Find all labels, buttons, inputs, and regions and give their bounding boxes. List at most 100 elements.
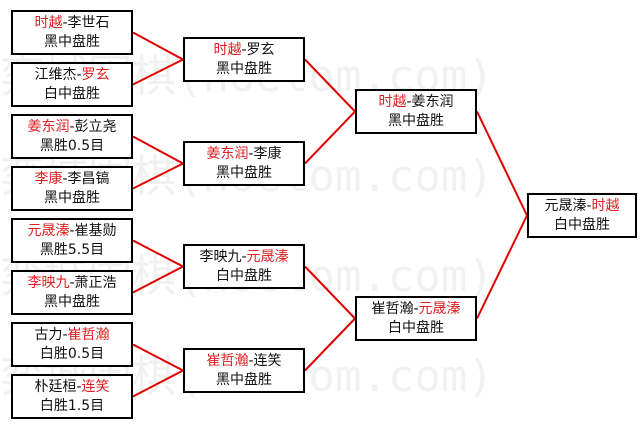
- final-match-box: 元晟溱-时越白中盘胜: [527, 193, 637, 238]
- match-result: 黑中盘胜: [216, 165, 272, 181]
- separator: -: [248, 353, 254, 369]
- bracket-connector: [132, 343, 184, 372]
- match-players: 时越-李世石: [13, 14, 131, 33]
- player-a: 元晟溱: [544, 198, 587, 214]
- bracket-connector: [132, 58, 184, 86]
- match-players: 古力-崔哲瀚: [13, 326, 131, 345]
- match-result: 白胜1.5目: [39, 398, 105, 414]
- match-players: 崔哲瀚-元晟溱: [357, 300, 475, 319]
- match-result: 白中盘胜: [554, 217, 610, 233]
- round1-match-box: 时越-李世石黑中盘胜: [11, 10, 133, 55]
- player-a: 朴廷桓: [34, 379, 77, 395]
- player-a: 时越: [213, 42, 242, 58]
- separator: -: [69, 275, 75, 291]
- round1-match-box: 江维杰-罗玄白中盘胜: [11, 62, 133, 107]
- bracket-connector: [132, 162, 184, 190]
- separator: -: [413, 301, 419, 317]
- round1-match-box: 李映九-萧正浩黑中盘胜: [11, 270, 133, 315]
- player-b: 连笑: [253, 353, 282, 369]
- bracket-connector: [476, 111, 528, 216]
- player-b: 李康: [253, 146, 282, 162]
- round3-match-box: 时越-姜东润黑中盘胜: [355, 89, 477, 134]
- round1-match-box: 元晟溱-崔基勋黑胜5.5目: [11, 218, 133, 263]
- player-a: 时越: [34, 15, 63, 31]
- player-a: 江维杰: [34, 67, 77, 83]
- match-result: 黑中盘胜: [44, 294, 100, 310]
- match-result: 黑胜5.5目: [39, 242, 105, 258]
- separator: -: [69, 119, 75, 135]
- bracket-connector: [476, 215, 528, 319]
- match-result: 白中盘胜: [44, 86, 100, 102]
- player-a: 古力: [34, 327, 63, 343]
- round2-match-box: 时越-罗玄黑中盘胜: [183, 37, 305, 82]
- bracket-connector: [132, 369, 184, 398]
- player-a: 时越: [378, 94, 407, 110]
- match-players: 李映九-元晟溱: [185, 248, 303, 267]
- separator: -: [69, 223, 75, 239]
- match-result: 黑中盘胜: [44, 34, 100, 50]
- match-result: 黑中盘胜: [44, 190, 100, 206]
- player-b: 连笑: [81, 379, 110, 395]
- player-b: 李世石: [67, 15, 110, 31]
- match-players: 李康-李昌镐: [13, 170, 131, 189]
- match-players: 江维杰-罗玄: [13, 66, 131, 85]
- player-b: 崔哲瀚: [67, 327, 110, 343]
- match-players: 姜东润-彭立尧: [13, 118, 131, 137]
- player-b: 元晟溱: [418, 301, 461, 317]
- bracket-connector: [132, 135, 184, 165]
- round3-match-box: 崔哲瀚-元晟溱白中盘胜: [355, 296, 477, 341]
- match-result: 黑胜0.5目: [39, 138, 105, 154]
- separator: -: [406, 94, 412, 110]
- match-result: 黑中盘胜: [388, 113, 444, 129]
- player-a: 李映九: [27, 275, 70, 291]
- match-players: 李映九-萧正浩: [13, 274, 131, 293]
- player-a: 崔哲瀚: [371, 301, 414, 317]
- round1-match-box: 古力-崔哲瀚白胜0.5目: [11, 322, 133, 367]
- bracket-connector: [304, 110, 356, 165]
- separator: -: [241, 42, 247, 58]
- player-b: 时越: [591, 198, 620, 214]
- match-players: 时越-姜东润: [357, 93, 475, 112]
- player-b: 元晟溱: [246, 249, 289, 265]
- match-players: 元晟溱-崔基勋: [13, 222, 131, 241]
- match-result: 黑中盘胜: [216, 61, 272, 77]
- player-b: 罗玄: [81, 67, 110, 83]
- round2-match-box: 崔哲瀚-连笑黑中盘胜: [183, 348, 305, 393]
- round2-match-box: 姜东润-李康黑中盘胜: [183, 141, 305, 186]
- separator: -: [586, 198, 592, 214]
- round1-match-box: 朴廷桓-连笑白胜1.5目: [11, 374, 133, 419]
- separator: -: [248, 146, 254, 162]
- player-a: 李康: [34, 171, 63, 187]
- bracket-connector: [132, 239, 184, 268]
- match-result: 白中盘胜: [388, 320, 444, 336]
- player-a: 李映九: [199, 249, 242, 265]
- match-players: 姜东润-李康: [185, 145, 303, 164]
- bracket-connector: [304, 265, 356, 320]
- match-players: 朴廷桓-连笑: [13, 378, 131, 397]
- match-result: 白中盘胜: [216, 268, 272, 284]
- bracket-connector: [132, 265, 184, 294]
- match-result: 白胜0.5目: [39, 346, 105, 362]
- match-players: 元晟溱-时越: [529, 197, 635, 216]
- player-b: 萧正浩: [74, 275, 117, 291]
- match-players: 崔哲瀚-连笑: [185, 352, 303, 371]
- player-b: 彭立尧: [74, 119, 117, 135]
- player-b: 罗玄: [246, 42, 275, 58]
- player-b: 李昌镐: [67, 171, 110, 187]
- bracket-connector: [132, 31, 184, 61]
- round1-match-box: 李康-李昌镐黑中盘胜: [11, 166, 133, 211]
- round1-match-box: 姜东润-彭立尧黑胜0.5目: [11, 114, 133, 159]
- separator: -: [62, 171, 68, 187]
- separator: -: [241, 249, 247, 265]
- separator: -: [62, 327, 68, 343]
- player-b: 姜东润: [411, 94, 454, 110]
- player-a: 姜东润: [27, 119, 70, 135]
- bracket-connector: [304, 58, 356, 113]
- separator: -: [62, 15, 68, 31]
- match-players: 时越-罗玄: [185, 41, 303, 60]
- bracket-connector: [304, 317, 356, 372]
- separator: -: [76, 379, 82, 395]
- player-b: 崔基勋: [74, 223, 117, 239]
